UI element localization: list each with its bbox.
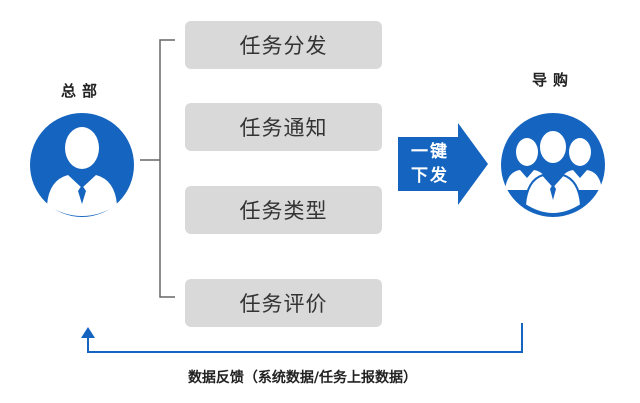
user-group-icon [501, 113, 605, 217]
dispatch-arrow [398, 123, 488, 205]
right-label: 导购 [531, 71, 574, 89]
task-box-evaluate: 任务评价 [185, 279, 382, 327]
arrow-text-line1: 一键 [411, 142, 449, 162]
feedback-line [87, 323, 523, 353]
feedback-arrowhead [81, 327, 95, 338]
feedback-label: 数据反馈（系统数据/任务上报数据） [187, 370, 418, 386]
arrow-text-line2: 下发 [411, 166, 449, 186]
task-box-distribute: 任务分发 [185, 21, 382, 69]
task-box-type: 任务类型 [185, 186, 382, 234]
task-box-notify: 任务通知 [185, 103, 382, 151]
bracket-line [140, 39, 175, 298]
left-label: 总部 [60, 82, 103, 100]
single-user-icon [30, 113, 134, 217]
